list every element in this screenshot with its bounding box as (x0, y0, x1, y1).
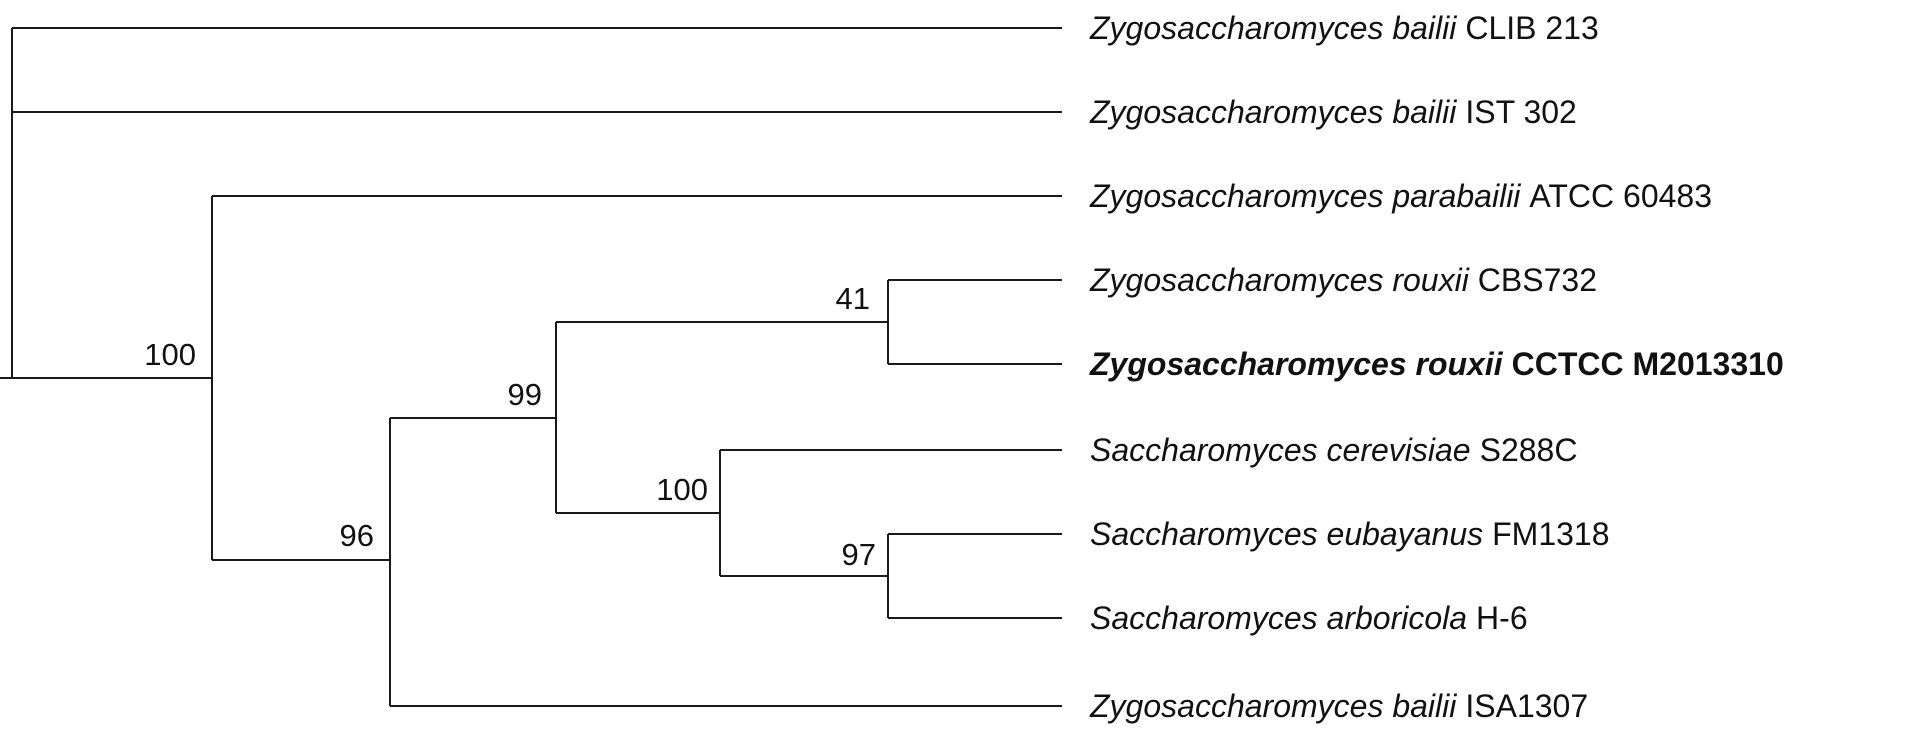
taxon-strain: H-6 (1476, 600, 1528, 636)
taxon-strain: IST 302 (1465, 94, 1576, 130)
support-value: 41 (836, 281, 870, 316)
taxon-species: Saccharomyces arboricola (1090, 600, 1467, 636)
support-value: 99 (508, 377, 542, 412)
taxon-species: Zygosaccharomyces bailii (1089, 688, 1457, 724)
taxon-strain: S288C (1480, 432, 1578, 468)
taxon-species: Saccharomyces cerevisiae (1090, 432, 1471, 468)
taxon-strain: ATCC 60483 (1529, 178, 1712, 214)
taxon-strain: FM1318 (1492, 516, 1609, 552)
taxon-species: Zygosaccharomyces parabailii (1089, 178, 1521, 214)
taxon-species: Saccharomyces eubayanus (1090, 516, 1483, 552)
support-values: 100 96 99 41 100 97 (144, 281, 876, 572)
support-value: 97 (842, 537, 876, 572)
tree-branches (0, 27, 1062, 707)
taxon-species: Zygosaccharomyces bailii (1089, 10, 1457, 46)
taxon-species: Zygosaccharomyces rouxii (1089, 346, 1504, 382)
support-value: 100 (656, 472, 708, 507)
taxon-strain: CLIB 213 (1465, 10, 1598, 46)
taxon-species: Zygosaccharomyces rouxii (1089, 262, 1470, 298)
taxon-strain: CCTCC M2013310 (1512, 346, 1784, 382)
taxon-species: Zygosaccharomyces bailii (1089, 94, 1457, 130)
taxon-strain: ISA1307 (1465, 688, 1588, 724)
taxon-strain: CBS732 (1478, 262, 1597, 298)
support-value: 100 (144, 337, 196, 372)
support-value: 96 (340, 518, 374, 553)
